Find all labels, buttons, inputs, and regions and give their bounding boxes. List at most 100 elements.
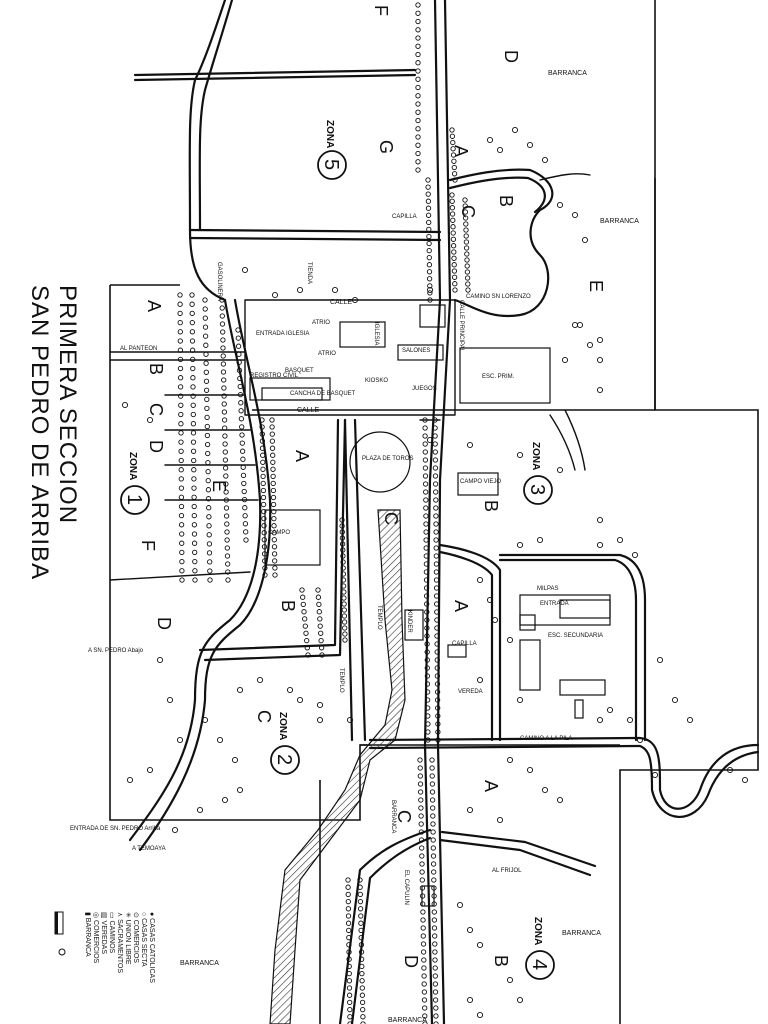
house-marker: [359, 999, 366, 1006]
house-marker: [203, 369, 209, 375]
house-marker: [220, 353, 226, 359]
legend-item: ▥ VEREDAS: [100, 912, 107, 954]
house-marker: [431, 901, 437, 907]
house-marker: [357, 884, 363, 890]
house-marker: [270, 501, 277, 508]
house-marker: [432, 473, 439, 479]
house-marker: [423, 577, 430, 583]
house-marker: [430, 829, 436, 835]
house-marker: [178, 430, 184, 436]
house-marker: [415, 76, 421, 82]
house-marker: [192, 549, 198, 556]
house-marker: [202, 324, 209, 330]
house-marker: [466, 926, 474, 934]
house-marker: [190, 356, 196, 363]
house-marker: [207, 577, 213, 583]
house-marker: [223, 481, 229, 487]
house-marker: [224, 553, 231, 559]
house-marker: [235, 335, 241, 341]
house-marker: [423, 489, 429, 495]
house-marker: [177, 375, 184, 381]
legend-item: ✳ UNION LIBRE: [124, 912, 132, 965]
house-marker: [341, 601, 347, 607]
house-marker: [561, 356, 569, 364]
house-marker: [432, 933, 438, 939]
house-marker: [425, 177, 431, 183]
house-marker: [177, 356, 184, 363]
house-marker: [432, 481, 439, 487]
house-marker: [427, 283, 433, 289]
house-marker: [450, 236, 457, 242]
house-marker: [260, 466, 266, 472]
house-marker: [466, 996, 474, 1004]
house-marker: [556, 796, 564, 804]
svg-text:CALLE: CALLE: [297, 407, 320, 414]
house-marker: [342, 631, 348, 637]
house-marker: [300, 594, 306, 600]
house-marker: [243, 529, 249, 535]
house-marker: [686, 716, 694, 724]
house-marker: [259, 424, 265, 430]
house-marker: [304, 645, 310, 651]
house-marker: [424, 625, 430, 631]
house-marker: [422, 1013, 428, 1019]
house-marker: [340, 565, 346, 571]
house-marker: [425, 191, 431, 197]
house-marker: [426, 269, 433, 275]
house-marker: [203, 360, 209, 366]
house-marker: [262, 565, 268, 571]
house-marker: [486, 596, 494, 604]
house-marker: [272, 565, 278, 571]
svg-text:F: F: [138, 540, 158, 551]
svg-text:CAMPO: CAMPO: [268, 530, 290, 536]
house-marker: [420, 917, 426, 923]
house-marker: [450, 139, 456, 146]
house-marker: [435, 713, 441, 719]
house-marker: [156, 656, 164, 664]
house-marker: [596, 336, 604, 344]
house-marker: [351, 296, 359, 304]
house-marker: [426, 233, 432, 240]
house-marker: [340, 583, 347, 589]
house-marker: [434, 665, 440, 671]
house-marker: [423, 537, 429, 543]
house-marker: [651, 771, 659, 779]
svg-text:D: D: [401, 955, 421, 968]
house-marker: [219, 321, 226, 327]
house-marker: [261, 551, 268, 557]
house-marker: [237, 391, 244, 398]
house-marker: [224, 521, 230, 527]
house-marker: [423, 513, 429, 519]
house-marker: [415, 93, 421, 99]
svg-text:JUEGOS: JUEGOS: [412, 386, 437, 392]
svg-text:REGISTRO CIVIL: REGISTRO CIVIL: [250, 373, 299, 379]
house-marker: [434, 625, 440, 631]
zone-3-marker: ZONA 3: [523, 442, 553, 505]
house-marker: [171, 826, 179, 834]
house-marker: [242, 521, 249, 527]
house-marker: [434, 633, 440, 639]
house-marker: [319, 652, 325, 658]
house-marker: [202, 297, 208, 303]
house-marker: [431, 917, 438, 923]
house-marker: [423, 497, 429, 503]
house-marker: [261, 530, 267, 536]
house-marker: [286, 686, 294, 694]
svg-text:TEMPLO: TEMPLO: [376, 605, 382, 630]
svg-text:EL CAPULIN: EL CAPULIN: [403, 870, 409, 905]
house-marker: [419, 877, 425, 883]
house-marker: [223, 513, 230, 519]
house-marker: [178, 467, 184, 473]
house-marker: [342, 637, 348, 643]
house-marker: [433, 593, 440, 599]
house-marker: [451, 274, 458, 280]
house-marker: [179, 549, 185, 556]
house-marker: [415, 27, 421, 33]
house-marker: [516, 996, 524, 1004]
svg-text:BARRANCA: BARRANCA: [562, 930, 601, 937]
house-marker: [536, 536, 544, 544]
house-marker: [207, 568, 213, 574]
house-marker: [571, 321, 579, 329]
house-marker: [433, 577, 440, 583]
house-marker: [346, 949, 352, 955]
